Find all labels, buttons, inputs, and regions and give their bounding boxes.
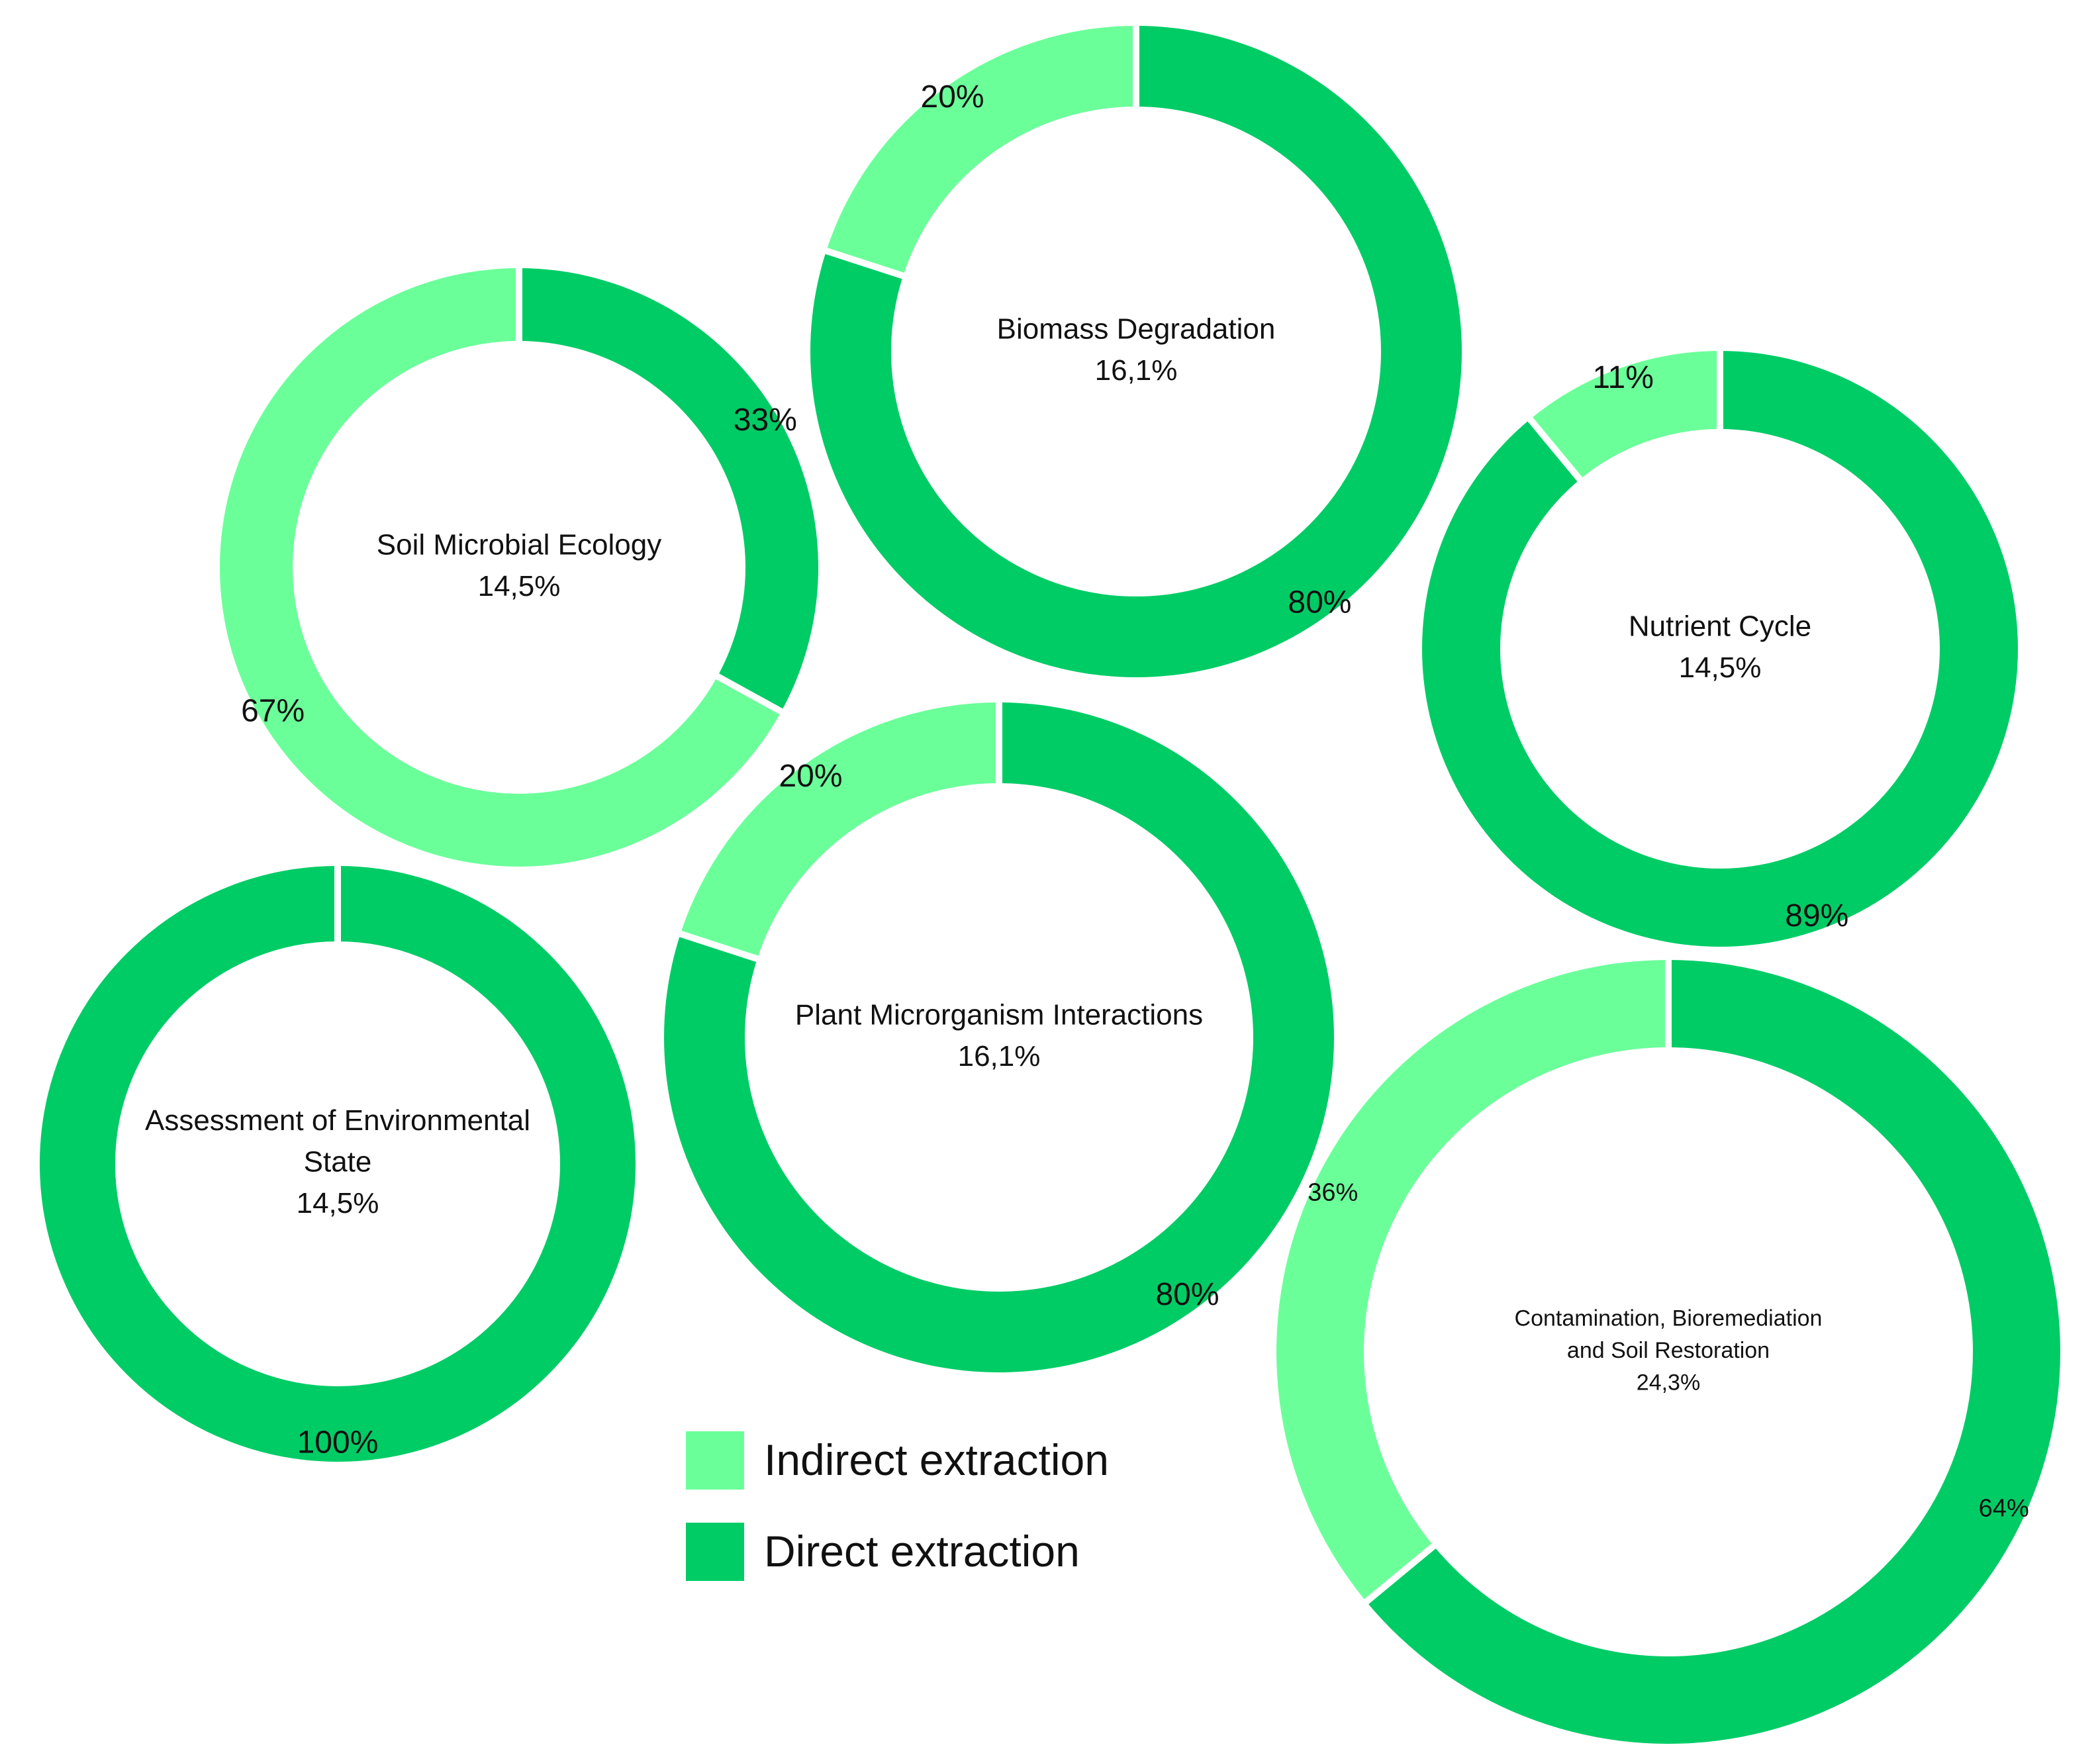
legend-swatch-indirect bbox=[686, 1431, 744, 1490]
legend-swatch-direct bbox=[686, 1523, 744, 1581]
slice-label-soil-microbial-ecology-direct: 33% bbox=[734, 403, 797, 438]
center-name-assessment-of-environmental-state: State bbox=[304, 1146, 372, 1178]
center-label-nutrient-cycle: Nutrient Cycle 14,5% bbox=[1629, 610, 1811, 683]
donut-soil-microbial-ecology: 33% 67% Soil Microbial Ecology 14,5% bbox=[220, 267, 818, 867]
slice-nutrient-cycle-direct bbox=[1422, 351, 2018, 947]
slice-label-assessment-of-environmental-state-direct: 100% bbox=[297, 1425, 379, 1460]
slice-separator-nutrient-cycle bbox=[1527, 416, 1584, 483]
legend: Indirect extraction Direct extraction bbox=[686, 1431, 1109, 1581]
center-name-nutrient-cycle: Nutrient Cycle bbox=[1629, 610, 1811, 642]
slice-label-soil-microbial-ecology-indirect: 67% bbox=[241, 694, 305, 729]
slice-nutrient-cycle-indirect bbox=[1530, 351, 1720, 480]
slice-separator-soil-microbial-ecology bbox=[714, 673, 785, 716]
center-share-soil-microbial-ecology: 14,5% bbox=[478, 570, 561, 602]
slice-label-biomass-degradation-direct: 80% bbox=[1288, 585, 1351, 620]
slice-separator-contamination-bioremediation bbox=[1363, 1543, 1437, 1605]
center-label-soil-microbial-ecology: Soil Microbial Ecology 14,5% bbox=[377, 528, 661, 602]
donut-plant-microrganism-interactions: 80% 20% Plant Microrganism Interactions 16,… bbox=[664, 701, 1335, 1372]
center-share-biomass-degradation: 16,1% bbox=[1095, 354, 1178, 387]
slice-soil-microbial-ecology-direct bbox=[519, 268, 818, 712]
donuts-layer: 80% 20% Biomass Degradation 16,1% 33% 67% Soil… bbox=[40, 24, 2060, 1744]
slice-separator-biomass-degradation bbox=[824, 247, 906, 280]
center-name-assessment-of-environmental-state: Assessment of Environmental bbox=[145, 1104, 530, 1137]
slice-label-nutrient-cycle-direct: 89% bbox=[1785, 898, 1848, 933]
center-share-assessment-of-environmental-state: 14,5% bbox=[297, 1187, 379, 1219]
center-name-plant-microrganism-interactions: Plant Microrganism Interactions bbox=[795, 998, 1203, 1031]
slice-biomass-degradation-indirect bbox=[826, 26, 1136, 276]
center-name-biomass-degradation: Biomass Degradation bbox=[997, 312, 1276, 345]
center-share-plant-microrganism-interactions: 16,1% bbox=[958, 1040, 1041, 1072]
slice-label-contamination-bioremediation-indirect: 36% bbox=[1308, 1179, 1358, 1207]
donut-contamination-bioremediation: 64% 36% Contamination, Bioremediation and S… bbox=[1276, 959, 2060, 1744]
center-name-soil-microbial-ecology: Soil Microbial Ecology bbox=[377, 528, 661, 561]
center-label-biomass-degradation: Biomass Degradation 16,1% bbox=[997, 312, 1276, 386]
center-share-nutrient-cycle: 14,5% bbox=[1679, 651, 1762, 684]
slice-label-contamination-bioremediation-direct: 64% bbox=[1979, 1494, 2029, 1522]
slice-label-plant-microrganism-interactions-direct: 80% bbox=[1155, 1277, 1219, 1312]
slice-contamination-bioremediation-direct bbox=[1366, 960, 2060, 1744]
slice-label-plant-microrganism-interactions-indirect: 20% bbox=[779, 759, 842, 794]
center-label-plant-microrganism-interactions: Plant Microrganism Interactions 16,1% bbox=[795, 998, 1203, 1072]
legend-label-indirect: Indirect extraction bbox=[764, 1435, 1109, 1484]
slice-label-biomass-degradation-indirect: 20% bbox=[921, 79, 984, 115]
donut-nutrient-cycle: 89% 11% Nutrient Cycle 14,5% bbox=[1422, 350, 2018, 947]
slice-contamination-bioremediation-indirect bbox=[1276, 960, 1668, 1602]
center-share-contamination-bioremediation: 24,3% bbox=[1637, 1370, 1700, 1395]
slice-plant-microrganism-interactions-indirect bbox=[680, 702, 999, 959]
center-label-contamination-bioremediation: Contamination, Bioremediation and Soil Re… bbox=[1515, 1306, 1823, 1396]
slice-label-nutrient-cycle-indirect: 11% bbox=[1592, 360, 1654, 395]
donut-biomass-degradation: 80% 20% Biomass Degradation 16,1% bbox=[810, 24, 1462, 677]
legend-label-direct: Direct extraction bbox=[764, 1527, 1080, 1576]
center-name-contamination-bioremediation: Contamination, Bioremediation bbox=[1515, 1306, 1823, 1331]
slice-separator-plant-microrganism-interactions bbox=[678, 930, 760, 963]
center-name-contamination-bioremediation: and Soil Restoration bbox=[1567, 1338, 1770, 1363]
